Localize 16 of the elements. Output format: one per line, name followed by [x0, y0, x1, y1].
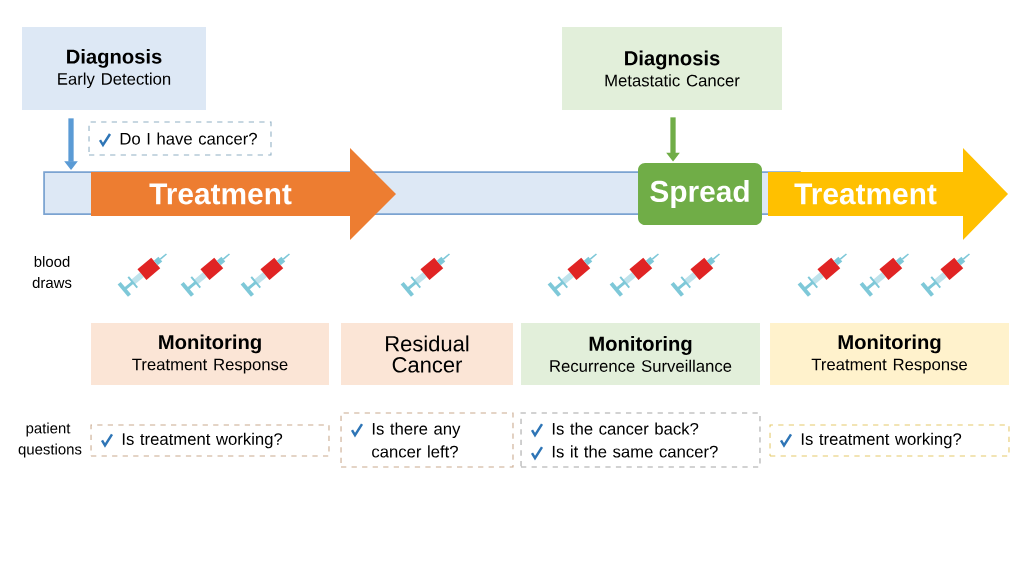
row-label: patient questions — [18, 422, 82, 458]
spread-box: Spread — [638, 163, 762, 225]
question-box: Do I have cancer? — [88, 121, 272, 156]
stage-box: Monitoring Treatment Response — [770, 323, 1009, 385]
stage-box: Diagnosis Early Detection — [22, 27, 206, 110]
stage-box: Monitoring Recurrence Surveillance — [521, 323, 760, 385]
question-box: Is there any cancer left? — [340, 412, 514, 468]
phase-banner: Treatment — [91, 148, 396, 240]
stage-box: Residual Cancer — [341, 323, 513, 385]
question-box: Is treatment working? — [90, 424, 330, 457]
row-label: blood draws — [32, 255, 72, 288]
stage-box: Monitoring Treatment Response — [91, 323, 329, 385]
question-box: Is the cancer back? Is it the same cancer? — [520, 412, 761, 468]
question-box: Is treatment working? — [769, 424, 1010, 457]
stage-box: Diagnosis Metastatic Cancer — [562, 27, 782, 110]
phase-banner: Treatment — [768, 148, 1008, 240]
